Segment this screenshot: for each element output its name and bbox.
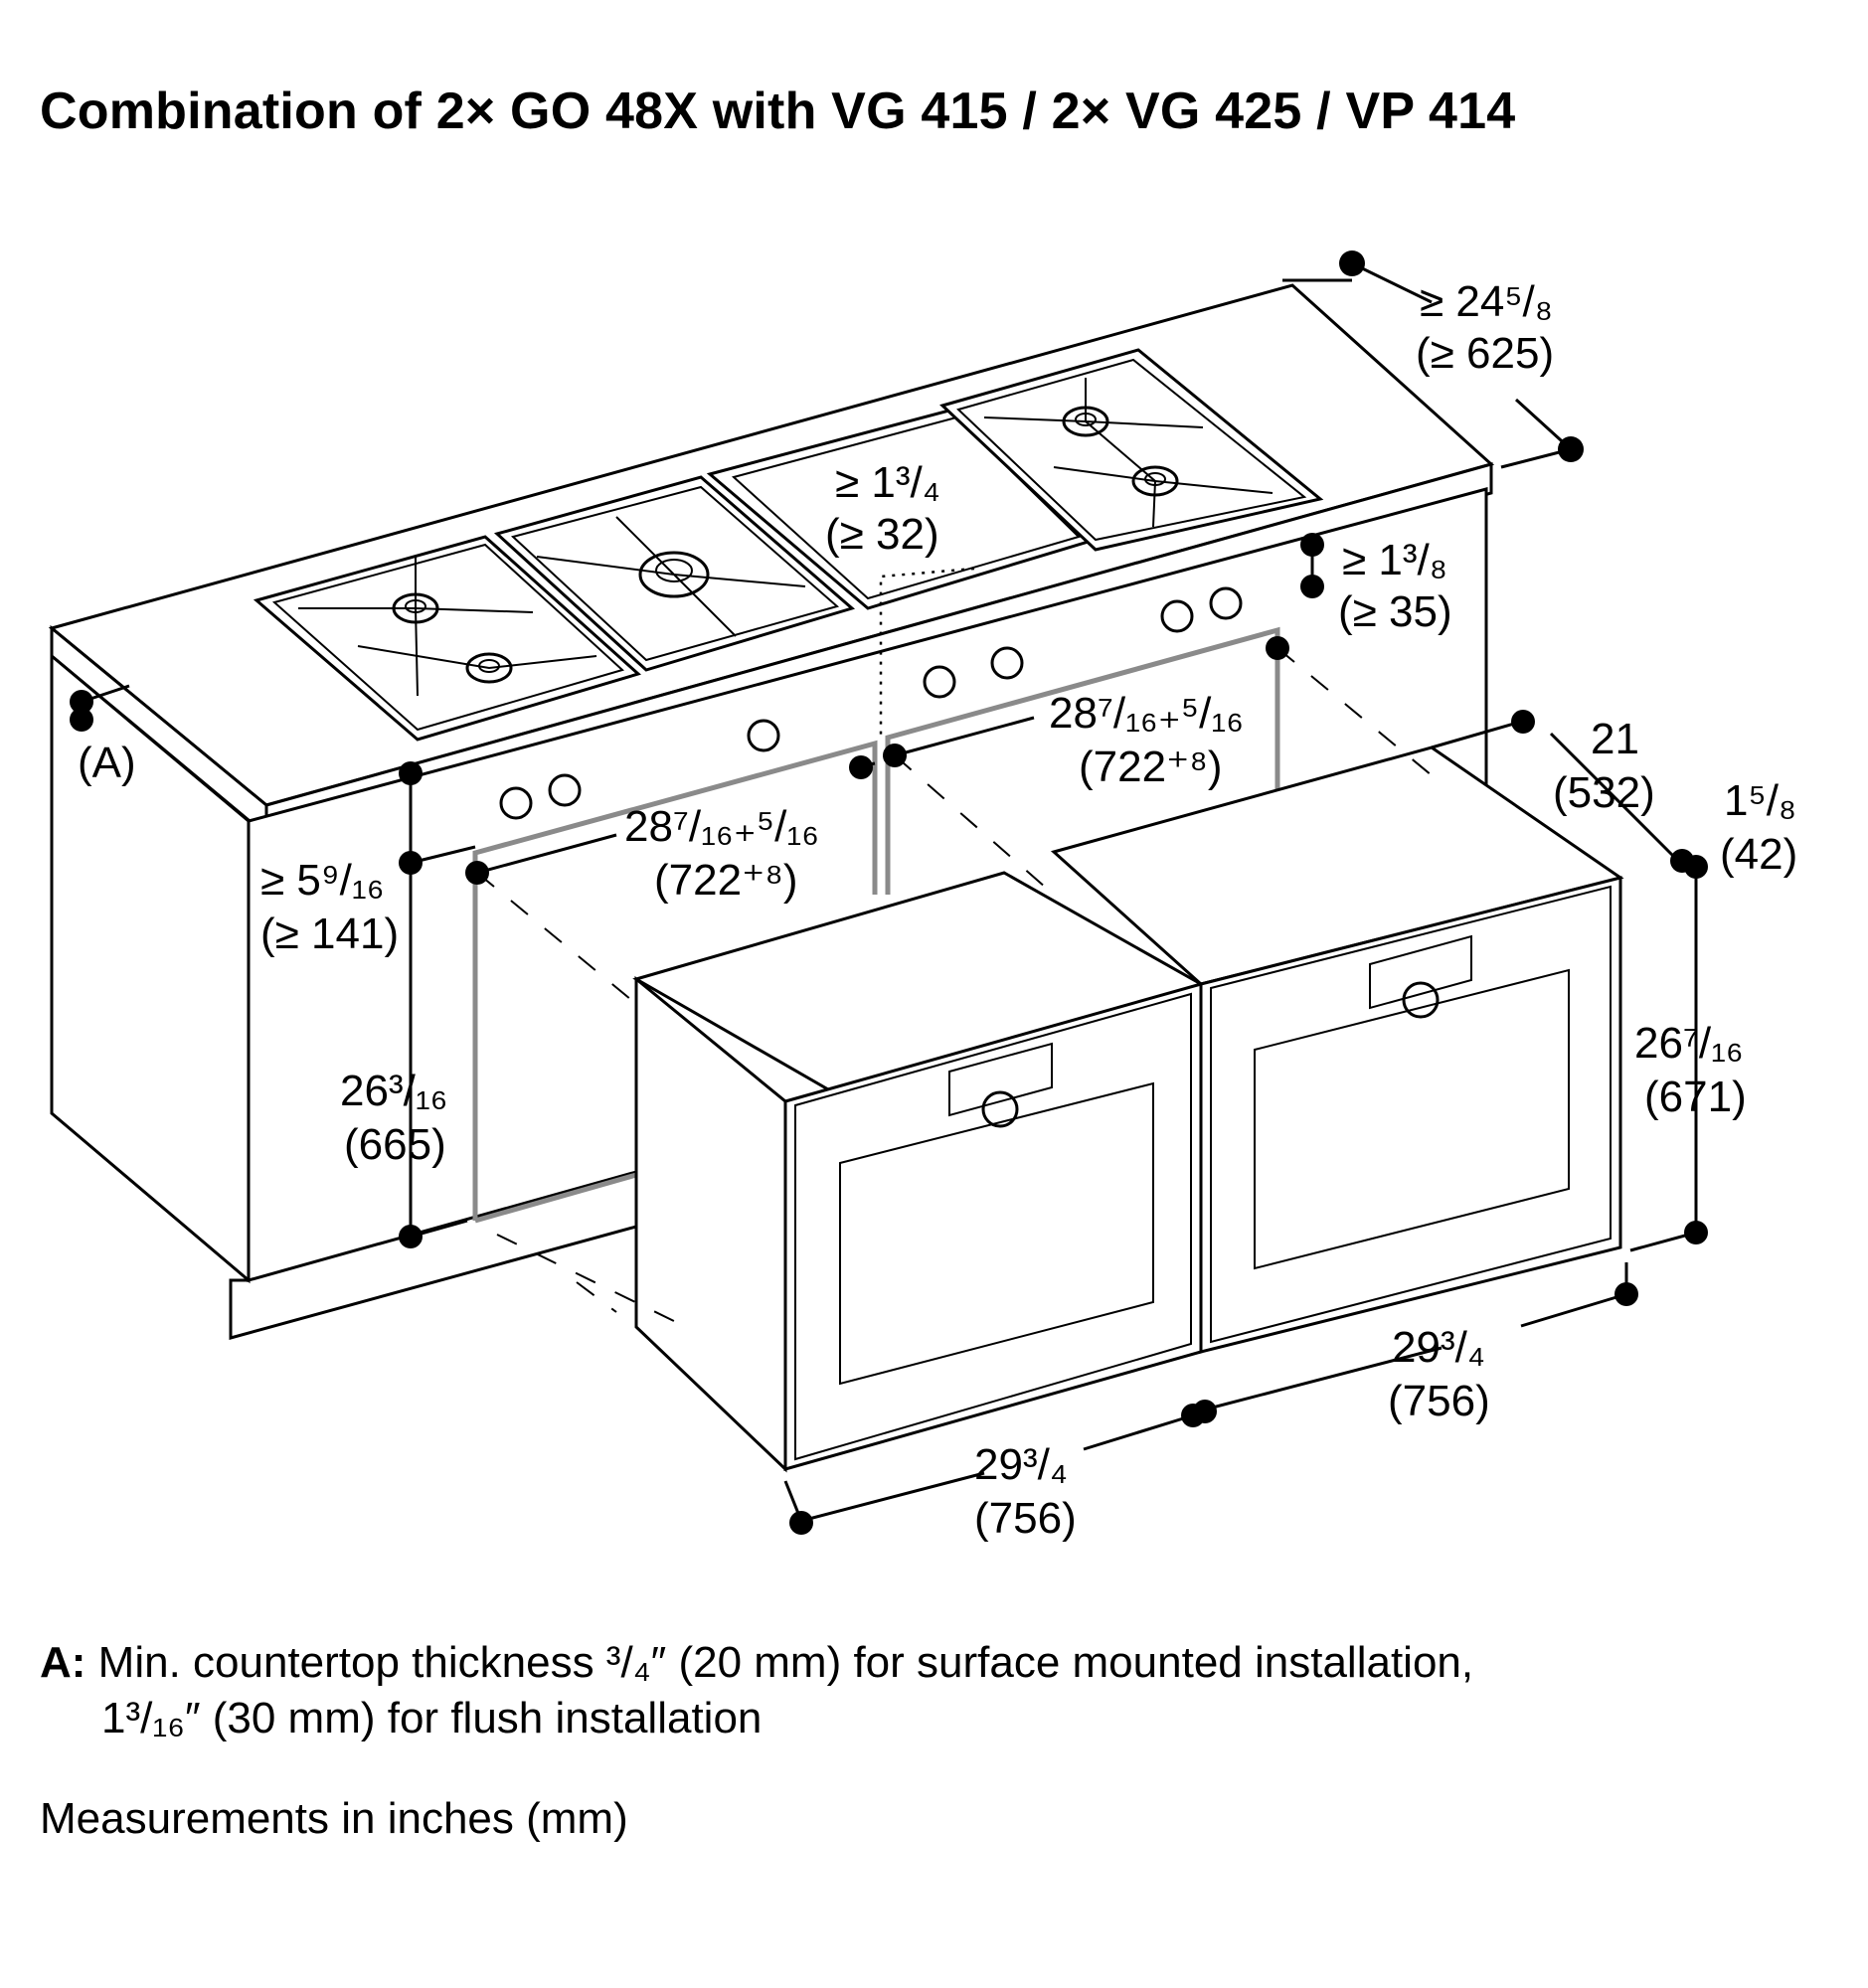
note-line-2: 1³/₁₆″ (30 mm) for flush installation: [101, 1694, 763, 1742]
dim-oven-width-left-mm: (756): [974, 1494, 1077, 1543]
dim-gap-top-in: ≥ 5⁹/₁₆: [260, 856, 385, 905]
note-key: A:: [40, 1638, 86, 1687]
dim-oven-depth-in: 21: [1591, 715, 1639, 763]
dim-niche-height-in: 26³/₁₆: [340, 1067, 447, 1115]
dim-vp-width-mm: (≥ 32): [825, 510, 939, 559]
oven-handle-icon: [948, 934, 1472, 1128]
dim-niche-left-mm: (722⁺⁸): [654, 856, 798, 905]
dim-oven-height-in: 26⁷/₁₆: [1634, 1019, 1744, 1068]
cooktops: [253, 348, 1324, 820]
dim-top-clearance-in: ≥ 1³/₈: [1342, 536, 1447, 584]
oven-niches: [472, 626, 1280, 1224]
dim-gap-top-mm: (≥ 141): [260, 910, 399, 958]
ovens: [632, 746, 1624, 1473]
dim-depth-top-mm: (≥ 625): [1416, 329, 1554, 378]
dim-niche-height-mm: (665): [344, 1120, 446, 1169]
dimension-labels: ≥ 24⁵/₈ (≥ 625) ≥ 1³/₄ (≥ 32) ≥ 1³/₈ (≥ …: [78, 277, 1797, 1543]
note-line-1: A: Min. countertop thickness ³/₄″ (20 mm…: [40, 1635, 1473, 1691]
dim-door-depth-in: 1⁵/₈: [1724, 776, 1796, 825]
dimension-lines: [70, 250, 1708, 1535]
countertop-marker-label: (A): [78, 739, 136, 787]
countertop-note: A: Min. countertop thickness ³/₄″ (20 mm…: [40, 1635, 1473, 1742]
grate-icon: [298, 378, 1274, 697]
dim-oven-height-mm: (671): [1644, 1073, 1747, 1121]
note-text-1: Min. countertop thickness ³/₄″ (20 mm) f…: [97, 1638, 1474, 1687]
dim-vp-width-in: ≥ 1³/₄: [835, 458, 940, 507]
dim-niche-left-in: 28⁷/₁₆₊⁵/₁₆: [624, 802, 819, 851]
dim-depth-top-in: ≥ 24⁵/₈: [1420, 277, 1553, 326]
dim-oven-depth-mm: (532): [1553, 768, 1655, 817]
dim-oven-width-right-mm: (756): [1388, 1377, 1490, 1425]
page-title: Combination of 2× GO 48X with VG 415 / 2…: [40, 83, 1516, 140]
measurement-units-note: Measurements in inches (mm): [40, 1794, 628, 1843]
dim-top-clearance-mm: (≥ 35): [1338, 587, 1452, 636]
dim-oven-width-left-in: 29³/₄: [974, 1440, 1068, 1489]
control-knob-icon: [499, 586, 1243, 820]
dim-oven-width-right-in: 29³/₄: [1392, 1323, 1485, 1372]
dim-niche-right-mm: (722⁺⁸): [1079, 743, 1223, 791]
dim-niche-right-in: 28⁷/₁₆₊⁵/₁₆: [1049, 689, 1244, 738]
dim-door-depth-mm: (42): [1720, 830, 1797, 879]
